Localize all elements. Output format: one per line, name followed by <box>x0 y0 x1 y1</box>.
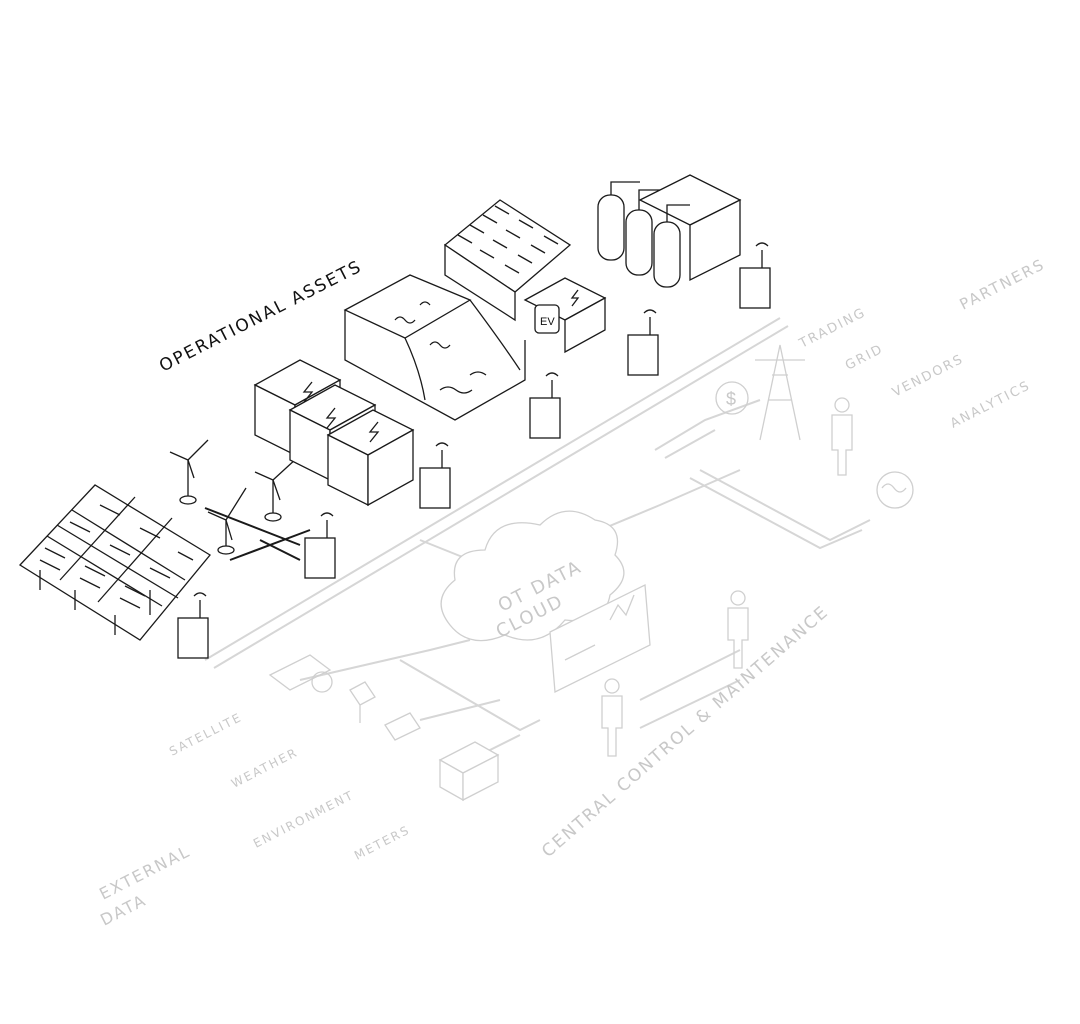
grid-label: GRID <box>843 342 886 374</box>
battery-containers <box>253 359 415 507</box>
wind-turbine <box>169 439 209 505</box>
analytics-label: ANALYTICS <box>948 378 1033 431</box>
gateway-device <box>177 592 209 659</box>
ot-data-cloud <box>440 510 625 642</box>
storage-tanks <box>597 174 742 288</box>
grid-and-trading: $ <box>715 344 914 509</box>
workers <box>601 397 853 757</box>
solar-ev-station: EV <box>443 199 607 354</box>
worker-figure <box>601 678 623 757</box>
wind-turbines <box>169 439 311 561</box>
battery-container <box>326 409 415 507</box>
data-backbone-lines <box>204 317 871 761</box>
operational-assets-label: OPERATIONAL ASSETS <box>156 257 366 377</box>
partners-label: PARTNERS <box>957 255 1048 313</box>
gateway-device <box>419 442 451 509</box>
meters-label: METERS <box>352 823 413 863</box>
meter-icon <box>438 741 500 802</box>
ev-charger-label: EV <box>540 316 555 328</box>
external-data-icons <box>268 654 500 802</box>
satellite-icon <box>268 654 333 693</box>
worker-figure <box>727 590 749 669</box>
vendors-label: VENDORS <box>890 352 967 401</box>
wind-turbine <box>207 487 247 555</box>
gateway-devices <box>177 242 771 659</box>
weather-label: WEATHER <box>229 745 300 791</box>
external-data-label-line1: EXTERNAL <box>96 841 193 903</box>
gateway-device <box>627 309 659 376</box>
trading-label: TRADING <box>796 305 869 352</box>
gateway-device <box>529 372 561 439</box>
satellite-label: SATELLITE <box>167 710 245 759</box>
control-dashboard <box>549 583 651 694</box>
weather-icon <box>349 681 376 723</box>
gateway-device <box>739 242 771 309</box>
environment-icon <box>384 712 421 741</box>
environment-label: ENVIRONMENT <box>251 788 357 851</box>
trading-dollar-icon: $ <box>726 389 736 409</box>
gateway-device <box>304 512 336 579</box>
worker-figure <box>831 397 853 476</box>
solar-panel-array <box>18 484 211 641</box>
wind-turbine <box>254 457 298 522</box>
hydro-dam <box>343 274 526 421</box>
